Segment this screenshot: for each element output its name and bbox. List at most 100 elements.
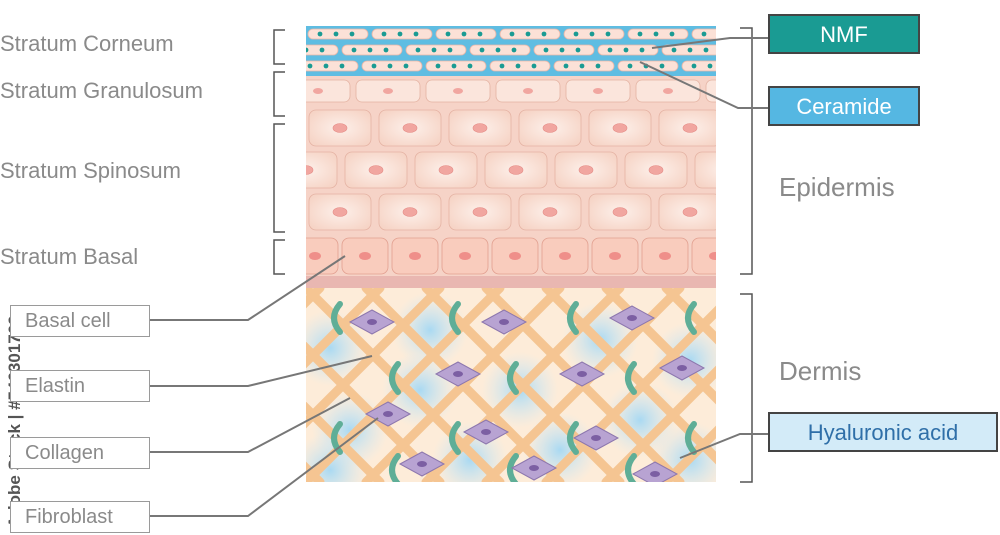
nmf-dot	[451, 63, 457, 69]
key-ceramide: Ceramide	[768, 86, 920, 126]
nmf-dot	[511, 47, 517, 53]
fibroblast-nucleus	[367, 319, 377, 325]
nmf-dot	[445, 31, 451, 37]
fibroblast-nucleus	[383, 411, 393, 417]
nucleus	[709, 252, 716, 260]
watermark: Adobe Stock | #546301769	[5, 315, 24, 528]
fibroblast-nucleus	[529, 465, 539, 471]
nucleus	[578, 165, 594, 175]
fibroblast-nucleus	[591, 435, 601, 441]
nmf-dot	[371, 63, 377, 69]
granular-cell	[306, 79, 351, 103]
nmf-dot	[703, 47, 709, 53]
nmf-dot	[307, 63, 313, 69]
nmf-dot	[718, 32, 723, 37]
nucleus	[402, 123, 418, 133]
stratum-corneum-layer	[288, 26, 739, 76]
right-brackets	[740, 27, 753, 483]
nmf-dot	[319, 47, 325, 53]
leader-lines	[150, 37, 768, 517]
nmf-dot	[509, 31, 515, 37]
svg-text:Adobe Stock | #546301769: Adobe Stock | #546301769	[5, 315, 24, 528]
nucleus	[733, 88, 743, 94]
label-epidermis: Epidermis	[779, 172, 895, 202]
fibroblast-nucleus	[417, 461, 427, 467]
fibroblast-nucleus	[499, 319, 509, 325]
nucleus	[438, 165, 454, 175]
elastin-fiber	[389, 453, 401, 482]
basal-cell	[691, 237, 716, 275]
fibroblast-nucleus	[577, 371, 587, 377]
nucleus	[609, 252, 621, 260]
nucleus	[682, 207, 698, 217]
collagen-fiber	[846, 288, 1000, 482]
elastin-fiber	[507, 453, 519, 482]
nmf-dot	[479, 47, 485, 53]
strata-brackets	[273, 29, 285, 275]
collagen-fiber	[601, 365, 716, 482]
hyaluronic-acid-area	[306, 432, 368, 482]
nucleus	[402, 207, 418, 217]
nmf-dot	[349, 31, 355, 37]
nucleus	[509, 252, 521, 260]
nucleus	[663, 88, 673, 94]
nmf-dot	[701, 31, 707, 37]
nmf-dot	[579, 63, 585, 69]
nucleus	[332, 123, 348, 133]
label-basal-cell: Basal cell	[10, 305, 150, 337]
stratum-spinosum-layer	[306, 109, 733, 231]
elastin-fiber	[389, 361, 401, 395]
stratum-basal-layer	[306, 237, 716, 275]
nucleus	[542, 207, 558, 217]
collagen-fiber	[306, 401, 385, 482]
nmf-dot	[671, 47, 677, 53]
nmf-dot	[351, 47, 357, 53]
fibroblast-nucleus	[481, 429, 491, 435]
nmf-dot	[387, 63, 393, 69]
nmf-dot	[467, 63, 473, 69]
nucleus	[368, 165, 384, 175]
collagen-fiber	[361, 288, 565, 482]
nmf-dot	[653, 31, 659, 37]
elastin-fiber	[449, 421, 461, 455]
nmf-dot	[687, 47, 693, 53]
label-dermis: Dermis	[779, 356, 862, 386]
nmf-dot	[637, 31, 643, 37]
key-nmf: NMF	[768, 14, 920, 54]
elastin-fiber	[685, 421, 697, 455]
nucleus	[648, 165, 664, 175]
collagen-fiber	[846, 288, 1000, 482]
nmf-dot	[323, 63, 329, 69]
basement-membrane	[306, 276, 716, 288]
label-stratum-spinosum: Stratum Spinosum	[0, 158, 181, 183]
label-fibroblast: Fibroblast	[10, 501, 150, 533]
nucleus	[472, 207, 488, 217]
nmf-dot	[367, 47, 373, 53]
nucleus	[682, 123, 698, 133]
nmf-dot	[403, 63, 409, 69]
nucleus	[719, 166, 733, 175]
label-stratum-basal: Stratum Basal	[0, 244, 139, 269]
nucleus	[659, 252, 671, 260]
spinous-cell	[694, 151, 716, 189]
nucleus	[409, 252, 421, 260]
nmf-dot	[288, 48, 293, 53]
nmf-dot	[477, 31, 483, 37]
nmf-dot	[413, 31, 419, 37]
nmf-dot	[639, 47, 645, 53]
elastin-fiber	[449, 301, 461, 335]
nucleus	[306, 165, 314, 175]
nmf-dot	[435, 63, 441, 69]
nmf-dot	[734, 32, 739, 37]
nmf-dot	[691, 63, 697, 69]
elastin-fiber	[331, 421, 343, 455]
elastin-fiber	[507, 361, 519, 395]
nucleus	[508, 165, 524, 175]
nmf-dot	[317, 31, 323, 37]
nmf-dot	[499, 63, 505, 69]
key-hyaluronic-acid: Hyaluronic acid	[768, 412, 998, 452]
nmf-dot	[659, 63, 665, 69]
spinous-cell	[306, 151, 338, 189]
nmf-dot	[543, 47, 549, 53]
